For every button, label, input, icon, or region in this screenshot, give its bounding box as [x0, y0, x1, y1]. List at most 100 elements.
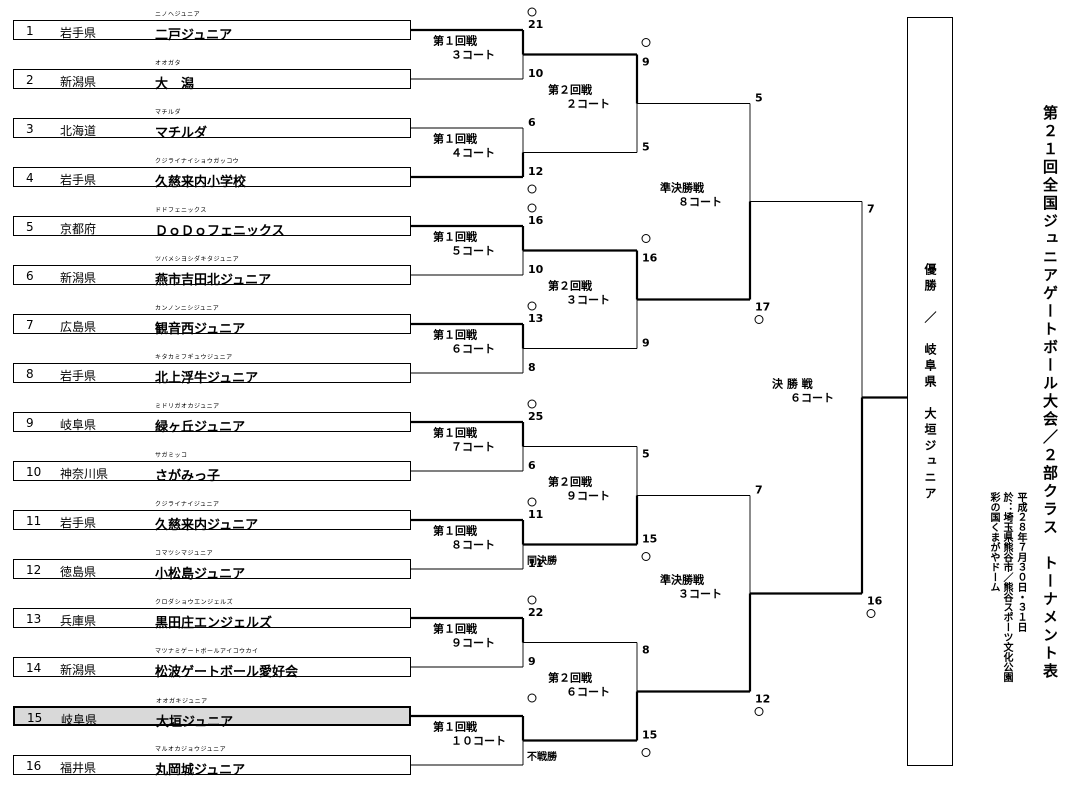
team-number: 3 [26, 122, 34, 136]
round-label: 第１回戦 [433, 230, 478, 244]
score: 22 [528, 606, 543, 619]
team-prefecture: 岩手県 [60, 516, 97, 530]
team-name: 燕市吉田北ジュニア [155, 273, 272, 288]
team-name-kana: マルオカジョウジュニア [155, 746, 227, 753]
team-prefecture: 北海道 [60, 124, 97, 138]
score: 5 [642, 141, 650, 154]
team-name-kana: カンノンニシジュニア [155, 305, 220, 312]
round-label: 準決勝戦 [660, 573, 705, 587]
winner-mark [641, 748, 651, 757]
team-prefecture: 神奈川県 [60, 467, 109, 481]
court-label: ９コート [451, 637, 495, 650]
score: 9 [642, 56, 650, 69]
team-name-kana: マツナミゲートボールアイコウカイ [155, 648, 259, 655]
team-name: マチルダ [155, 126, 208, 141]
team-name: 松波ゲートボール愛好会 [155, 665, 299, 680]
team-number: 6 [26, 269, 34, 283]
team-name: 久慈来内ジュニア [155, 518, 259, 533]
team-name-kana: ニノヘジュニア [155, 11, 201, 18]
team-number: 2 [26, 73, 34, 87]
winner-mark [527, 184, 537, 194]
winner-mark [527, 497, 537, 507]
round-label: 第２回戦 [548, 83, 593, 97]
team-prefecture: 新潟県 [60, 271, 97, 285]
team-prefecture: 岩手県 [60, 26, 97, 40]
score: 12 [528, 165, 543, 178]
team-name-kana: マチルダ [155, 109, 182, 116]
team-row: 6 新潟県 ツバメシヨシダキタジュニア燕市吉田北ジュニア [13, 256, 411, 288]
team-prefecture: 岩手県 [60, 369, 97, 383]
winner-mark [527, 7, 537, 17]
team-name-kana: オオガタ [155, 60, 182, 67]
round-label: 決 勝 戦 [772, 377, 814, 391]
team-prefecture: 岩手県 [60, 173, 97, 187]
team-name: 小松島ジュニア [155, 567, 246, 582]
page-title: 第２１回全国ジュニアゲートボール大会／２部クラス トーナメント表 [1041, 105, 1059, 681]
court-label: ６コート [790, 392, 834, 405]
team-name-kana: ツバメシヨシダキタジュニア [155, 256, 240, 263]
team-number: 8 [26, 367, 34, 381]
court-label: ９コート [566, 490, 610, 503]
team-number: 9 [26, 416, 34, 430]
court-label: ８コート [678, 196, 722, 209]
team-row: 11 岩手県 クジライナイジュニア久慈来内ジュニア [13, 501, 411, 533]
team-name-kana: クジライナイジュニア [155, 501, 220, 508]
event-venue: 於：埼玉県熊谷市／熊谷スポーツ文化公園 [1001, 492, 1012, 682]
score: 5 [642, 448, 650, 461]
court-label: ６コート [566, 686, 610, 699]
team-row: 8 岩手県 キタカミフギュウジュニア北上浮牛ジュニア [13, 354, 411, 386]
team-number: 16 [26, 759, 42, 773]
score: 16 [642, 252, 658, 265]
team-prefecture: 広島県 [60, 320, 97, 334]
event-venue-hall: 彩の国くまがやドーム [988, 492, 999, 592]
team-number: 10 [26, 465, 42, 479]
round-label: 第１回戦 [433, 34, 478, 48]
court-label: ３コート [566, 294, 610, 307]
team-name: 黒田庄エンジェルズ [155, 616, 273, 631]
team-name: 緑ヶ丘ジュニア [155, 420, 246, 435]
court-label: ８コート [451, 539, 495, 552]
team-name: ＤｏＤｏフェニックス [155, 224, 285, 239]
team-name: 北上浮牛ジュニア [155, 371, 259, 386]
team-number: 11 [26, 514, 42, 528]
team-name-kana: クジライナイショウガッコウ [155, 158, 240, 165]
court-label: ５コート [451, 245, 495, 258]
score: 12 [755, 693, 770, 706]
score: 13 [528, 312, 543, 325]
team-row: 14 新潟県 マツナミゲートボールアイコウカイ松波ゲートボール愛好会 [13, 648, 411, 680]
score: 9 [528, 655, 536, 668]
team-prefecture: 京都府 [60, 222, 97, 236]
team-prefecture: 兵庫県 [60, 614, 97, 628]
team-name-kana: ドドフェニックス [155, 207, 207, 214]
team-number: 14 [26, 661, 42, 675]
team-prefecture: 新潟県 [60, 663, 97, 677]
team-name: 久慈来内小学校 [155, 175, 247, 190]
winner-mark [527, 203, 537, 213]
match-note: 同決勝 [527, 554, 558, 567]
team-name: 大垣ジュニア [156, 715, 234, 730]
round-label: 準決勝戦 [660, 181, 705, 195]
round-label: 第１回戦 [433, 622, 478, 636]
team-name-kana: キタカミフギュウジュニア [155, 354, 233, 361]
team-row: 13 兵庫県 クロダショウエンジェルズ黒田庄エンジェルズ [13, 599, 411, 631]
score: 5 [755, 92, 763, 105]
round-label: 第２回戦 [548, 475, 593, 489]
winner-mark [641, 234, 651, 243]
team-number: 13 [26, 612, 42, 626]
score: 8 [642, 644, 650, 657]
score: 15 [642, 533, 657, 546]
team-number: 4 [26, 171, 34, 185]
winner-mark [754, 707, 764, 716]
winner-mark [527, 595, 537, 605]
team-name-kana: クロダショウエンジェルズ [155, 599, 234, 606]
team-number: 7 [26, 318, 34, 332]
score: 7 [755, 484, 763, 497]
round-label: 第２回戦 [548, 279, 593, 293]
